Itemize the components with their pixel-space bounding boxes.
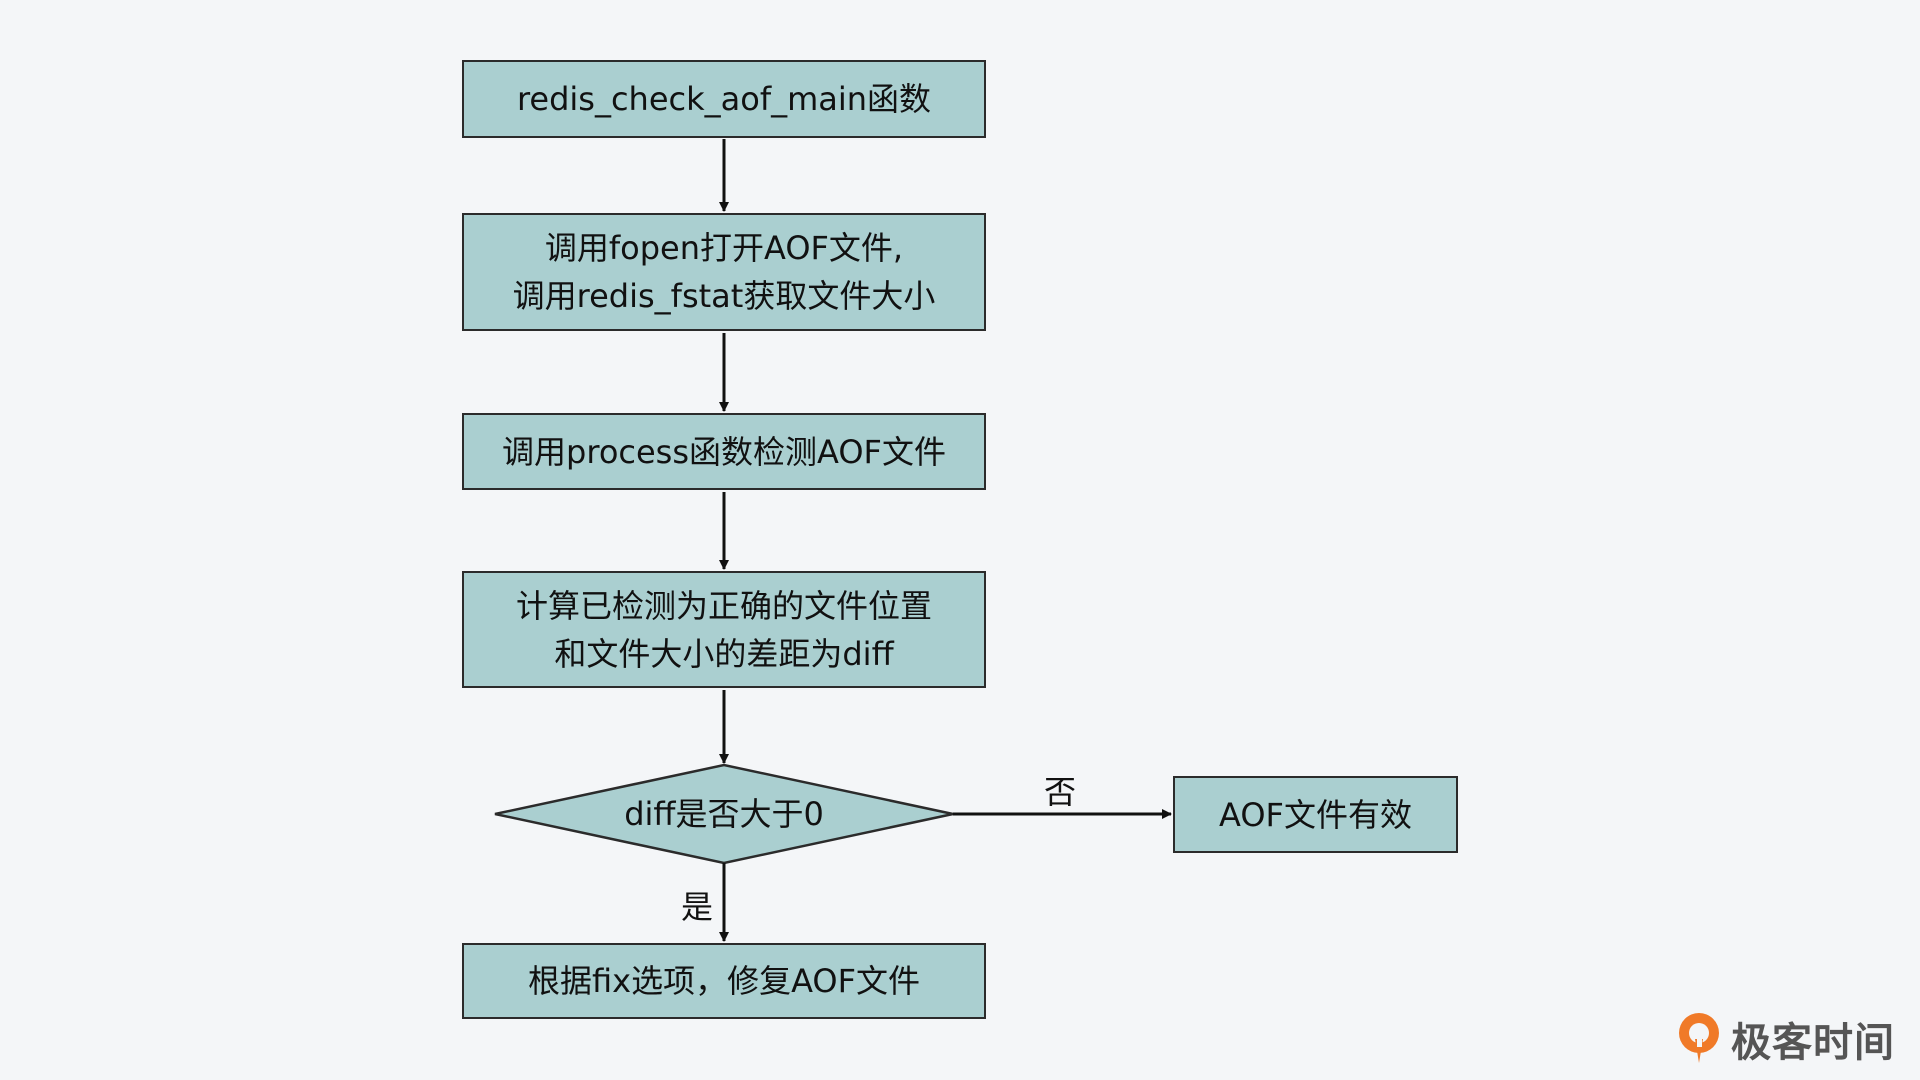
node-diff-line1: 计算已检测为正确的文件位置 — [515, 586, 932, 625]
node-fix: 根据fix选项，修复AOF文件 — [462, 943, 986, 1019]
node-diff: 计算已检测为正确的文件位置 和文件大小的差距为diff — [462, 571, 986, 688]
edge-label-yes: 是 — [681, 888, 714, 926]
node-open-line2: 调用redis_fstat获取文件大小 — [512, 277, 936, 315]
brand-logo-text: 极客时间 — [1731, 1020, 1895, 1066]
decision-text: diff是否大于0 — [624, 795, 824, 833]
node-open-line1: 调用fopen打开AOF文件, — [544, 229, 904, 267]
geektime-logo-icon — [1679, 1013, 1719, 1063]
node-fix-text: 根据fix选项，修复AOF文件 — [527, 962, 921, 1000]
node-process: 调用process函数检测AOF文件 — [462, 413, 986, 490]
node-main: redis_check_aof_main函数 — [462, 60, 986, 138]
node-diff-line2: 和文件大小的差距为diff — [554, 634, 894, 673]
node-valid: AOF文件有效 — [1173, 776, 1458, 853]
brand-logo: 极客时间 — [1675, 1010, 1895, 1068]
node-main-text: redis_check_aof_main函数 — [516, 80, 932, 118]
node-open: 调用fopen打开AOF文件, 调用redis_fstat获取文件大小 — [462, 213, 986, 331]
node-process-text: 调用process函数检测AOF文件 — [502, 432, 946, 471]
node-valid-text: AOF文件有效 — [1219, 795, 1412, 834]
edge-label-no: 否 — [1044, 773, 1077, 811]
